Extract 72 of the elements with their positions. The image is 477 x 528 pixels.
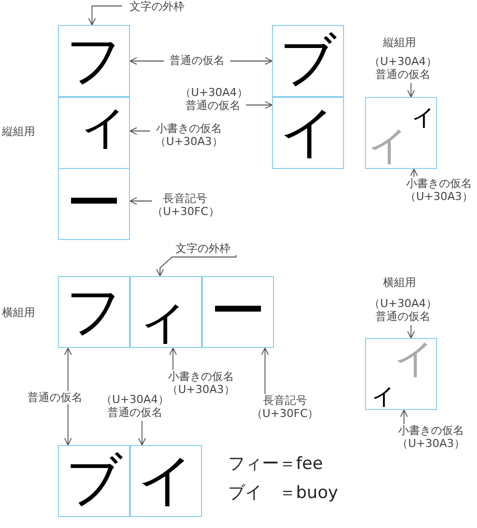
annotation-text: （U+30A4） bbox=[180, 86, 246, 99]
annotation-text: 小書きの仮名 bbox=[405, 177, 473, 190]
leader-arrow bbox=[130, 127, 150, 135]
annotation-text: （U+30FC） bbox=[152, 205, 218, 218]
kana-glyph: ィ bbox=[408, 102, 437, 130]
character-frame bbox=[272, 97, 344, 169]
annotation-text: 普通の仮名 bbox=[168, 54, 226, 67]
leader-arrow bbox=[400, 410, 408, 424]
annotation-text: （U+30A4） bbox=[100, 393, 170, 406]
leader-arrow bbox=[64, 348, 72, 392]
leader-arrow bbox=[130, 57, 164, 65]
character-frame bbox=[58, 168, 130, 240]
kana-glyph: ブ bbox=[66, 453, 122, 509]
leader-arrow bbox=[230, 57, 272, 65]
kana-glyph: ィ bbox=[368, 381, 397, 409]
leader-arrow bbox=[407, 324, 415, 338]
kana-glyph: フ bbox=[66, 284, 122, 340]
character-frame bbox=[130, 445, 202, 517]
example-text: フィー＝fee bbox=[228, 453, 323, 475]
kana-glyph: イ bbox=[394, 339, 435, 379]
example-text: ブイ ＝buoy bbox=[228, 482, 338, 504]
leader-arrow bbox=[246, 101, 272, 109]
kana-glyph: ー bbox=[66, 176, 122, 232]
leader-arrow bbox=[407, 82, 415, 98]
annotation-text: 長音記号 bbox=[262, 394, 308, 407]
annotation-text: （U+30A3） bbox=[166, 383, 236, 396]
character-frame bbox=[58, 25, 130, 97]
kana-glyph: ィ bbox=[74, 97, 130, 153]
layout-label: 縦組用 bbox=[383, 35, 416, 50]
kana-glyph: フ bbox=[66, 33, 122, 89]
layout-label: 縦組用 bbox=[2, 124, 35, 139]
character-frame bbox=[365, 97, 437, 169]
kana-glyph: イ bbox=[138, 453, 194, 509]
annotation-text: 小書きの仮名 bbox=[397, 424, 465, 437]
character-frame bbox=[58, 445, 130, 517]
leader-arrow bbox=[138, 420, 146, 446]
annotation-text: （U+30A4） bbox=[368, 297, 438, 310]
character-frame bbox=[58, 97, 130, 169]
annotation-text: 文字の外枠 bbox=[174, 242, 232, 255]
layout-label: 横組用 bbox=[383, 275, 416, 290]
annotation-text: （U+30A3） bbox=[396, 437, 466, 450]
kana-glyph: ィ bbox=[134, 292, 190, 348]
annotation-text: 普通の仮名 bbox=[26, 391, 84, 404]
annotation-text: （U+30A3） bbox=[154, 135, 224, 148]
character-frame bbox=[202, 276, 274, 348]
annotation-text: 普通の仮名 bbox=[106, 406, 164, 419]
annotation-text: 普通の仮名 bbox=[374, 310, 432, 323]
kana-glyph: ー bbox=[210, 284, 266, 340]
character-frame bbox=[365, 338, 437, 410]
leader-arrow bbox=[410, 168, 418, 178]
annotation-text: 文字の外枠 bbox=[128, 0, 186, 13]
character-frame bbox=[272, 25, 344, 97]
leader-arrow bbox=[156, 254, 236, 276]
character-frame bbox=[58, 276, 130, 348]
annotation-text: （U+30FC） bbox=[250, 407, 320, 420]
leader-arrow bbox=[64, 404, 72, 446]
layout-label: 横組用 bbox=[2, 305, 35, 320]
leader-arrow bbox=[88, 6, 122, 26]
leader-arrow bbox=[130, 197, 152, 205]
annotation-text: （U+30A4） bbox=[368, 55, 438, 68]
annotation-text: 長音記号 bbox=[162, 192, 208, 205]
annotation-text: 小書きの仮名 bbox=[155, 122, 223, 135]
annotation-text: 小書きの仮名 bbox=[167, 370, 235, 383]
leader-arrow bbox=[261, 348, 269, 394]
character-frame bbox=[130, 276, 202, 348]
annotation-text: 普通の仮名 bbox=[374, 68, 432, 81]
annotation-text: 普通の仮名 bbox=[184, 99, 242, 112]
leader-arrow bbox=[169, 348, 177, 370]
annotation-text: （U+30A3） bbox=[404, 190, 474, 203]
kana-glyph: イ bbox=[368, 126, 409, 166]
kana-glyph: ブ bbox=[280, 33, 336, 89]
kana-glyph: イ bbox=[280, 105, 336, 161]
